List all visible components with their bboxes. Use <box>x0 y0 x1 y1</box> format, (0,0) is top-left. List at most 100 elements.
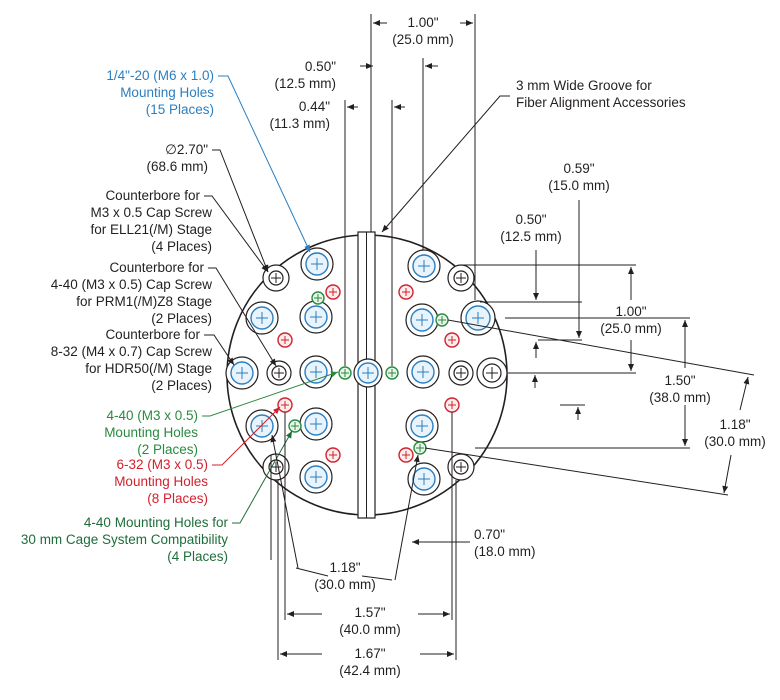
callout-prm1: Counterbore for 4-40 (M3 x 0.5) Cap Scre… <box>51 260 213 326</box>
callout-quarter20-line2: Mounting Holes <box>120 85 214 100</box>
callout-prm1-line1: Counterbore for <box>109 260 204 275</box>
hole-632 <box>277 397 293 413</box>
dim-118-right-mm: (30.0 mm) <box>704 434 766 449</box>
dim-044-top: 0.44" (11.3 mm) <box>269 99 330 131</box>
callout-hdr50-line3: for HDR50(/M) Stage <box>85 361 212 376</box>
hole-quarter20 <box>407 462 441 496</box>
callout-quarter20-line3: (15 Places) <box>146 102 214 117</box>
dim-050-right: 0.50" (12.5 mm) <box>500 212 562 244</box>
hole-quarter20 <box>300 247 334 281</box>
hole-quarter20 <box>460 300 496 336</box>
hole-quarter20 <box>407 249 441 283</box>
dimension-lines <box>270 14 755 660</box>
leader-diameter <box>212 149 269 273</box>
hole-quarter20 <box>299 355 333 389</box>
counterbore-ell21 <box>262 264 290 292</box>
callout-cage-line3: (4 Places) <box>167 549 228 564</box>
leader-groove <box>381 95 510 233</box>
dim-100-right-mm: (25.0 mm) <box>600 321 662 336</box>
dim-167-bottom-mm: (42.4 mm) <box>339 663 401 678</box>
leaders-left <box>202 75 510 524</box>
dim-118-bottom: 1.18" (30.0 mm) <box>314 560 376 592</box>
dim-044-top-mm: (11.3 mm) <box>269 116 330 131</box>
hole-quarter20 <box>225 356 259 390</box>
dim-070-bottom-mm: (18.0 mm) <box>474 544 536 559</box>
callout-m632-line2: Mounting Holes <box>114 474 208 489</box>
dim-100-top: 1.00" (25.0 mm) <box>392 15 454 47</box>
leader-m632 <box>212 406 281 466</box>
callout-m440-line2: Mounting Holes <box>104 425 198 440</box>
hole-632 <box>444 332 460 348</box>
dim-050-top: 0.50" (12.5 mm) <box>274 59 336 91</box>
dim-157-bottom-in: 1.57" <box>354 605 385 620</box>
dim-100-right: 1.00" (25.0 mm) <box>600 304 662 336</box>
hole-quarter20 <box>405 303 439 337</box>
callout-m632-line1: 6-32 (M3 x 0.5) <box>116 457 208 472</box>
leader-ell21 <box>204 195 269 273</box>
callout-diameter: ∅2.70" (68.6 mm) <box>146 142 208 174</box>
dim-059-right: 0.59" (15.0 mm) <box>548 161 610 193</box>
hole-quarter20 <box>299 300 333 334</box>
callout-quarter20-line1: 1/4"-20 (M6 x 1.0) <box>106 68 214 83</box>
dim-050-top-in: 0.50" <box>305 59 336 74</box>
counterbore-prm1 <box>448 360 474 386</box>
dim-050-top-mm: (12.5 mm) <box>274 76 336 91</box>
hole-632 <box>277 332 293 348</box>
callout-cage-line1: 4-40 Mounting Holes for <box>84 515 229 530</box>
callout-hdr50-line2: 8-32 (M4 x 0.7) Cap Screw <box>51 344 213 359</box>
dim-059-right-in: 0.59" <box>563 161 594 176</box>
callout-cage-line2: 30 mm Cage System Compatibility <box>21 532 228 547</box>
hole-440 <box>338 366 352 380</box>
hole-quarter20 <box>299 460 333 494</box>
leader-cage <box>232 430 293 524</box>
dim-059-right-mm: (15.0 mm) <box>548 178 610 193</box>
callout-ell21: Counterbore for M3 x 0.5 Cap Screw for E… <box>90 188 212 254</box>
dim-044-top-in: 0.44" <box>299 99 330 114</box>
leader-quarter20 <box>218 75 311 253</box>
hole-440-cage <box>435 313 449 327</box>
hole-quarter20 <box>353 358 383 388</box>
hole-quarter20 <box>245 409 279 443</box>
hole-632 <box>398 447 414 463</box>
hole-632 <box>398 284 414 300</box>
hole-quarter20 <box>299 407 333 441</box>
dim-118-right: 1.18" (30.0 mm) <box>704 417 766 449</box>
callout-m440: 4-40 (M3 x 0.5) Mounting Holes (2 Places… <box>104 408 198 457</box>
dim-150-right-mm: (38.0 mm) <box>649 390 711 405</box>
leader-m440 <box>202 371 339 417</box>
counterbore-ell21 <box>447 453 475 481</box>
dim-150-right-in: 1.50" <box>664 373 695 388</box>
dim-050-right-mm: (12.5 mm) <box>500 229 562 244</box>
hole-quarter20 <box>406 355 440 389</box>
dim-070-bottom: 0.70" (18.0 mm) <box>474 527 536 559</box>
callout-groove: 3 mm Wide Groove for Fiber Alignment Acc… <box>516 78 686 110</box>
callout-prm1-line2: 4-40 (M3 x 0.5) Cap Screw <box>51 277 213 292</box>
hole-440-cage <box>311 291 325 305</box>
hole-440 <box>385 366 399 380</box>
counterbore-prm1 <box>266 360 292 386</box>
callout-m632-line3: (8 Places) <box>147 491 208 506</box>
leader-prm1 <box>208 267 277 367</box>
leader-hdr50 <box>204 334 235 366</box>
callout-ell21-line3: for ELL21(/M) Stage <box>90 222 212 237</box>
hole-quarter20 <box>245 301 279 335</box>
hole-440-cage <box>288 419 302 433</box>
callout-ell21-line4: (4 Places) <box>151 239 212 254</box>
callout-hdr50: Counterbore for 8-32 (M4 x 0.7) Cap Scre… <box>51 327 213 393</box>
callout-prm1-line4: (2 Places) <box>151 311 212 326</box>
dim-070-bottom-in: 0.70" <box>474 527 505 542</box>
callout-ell21-line1: Counterbore for <box>105 188 200 203</box>
dim-100-top-in: 1.00" <box>407 15 438 30</box>
hole-632 <box>444 397 460 413</box>
callout-quarter20: 1/4"-20 (M6 x 1.0) Mounting Holes (15 Pl… <box>106 68 214 117</box>
hole-quarter20 <box>405 409 439 443</box>
dim-118-right-in: 1.18" <box>719 417 750 432</box>
dim-150-right: 1.50" (38.0 mm) <box>649 373 711 405</box>
dim-167-bottom: 1.67" (42.4 mm) <box>339 646 401 678</box>
callout-ell21-line2: M3 x 0.5 Cap Screw <box>90 205 212 220</box>
counterbore-ell21 <box>447 264 475 292</box>
callout-groove-line2: Fiber Alignment Accessories <box>516 95 686 110</box>
callout-m632: 6-32 (M3 x 0.5) Mounting Holes (8 Places… <box>114 457 208 506</box>
callout-hdr50-line1: Counterbore for <box>105 327 200 342</box>
